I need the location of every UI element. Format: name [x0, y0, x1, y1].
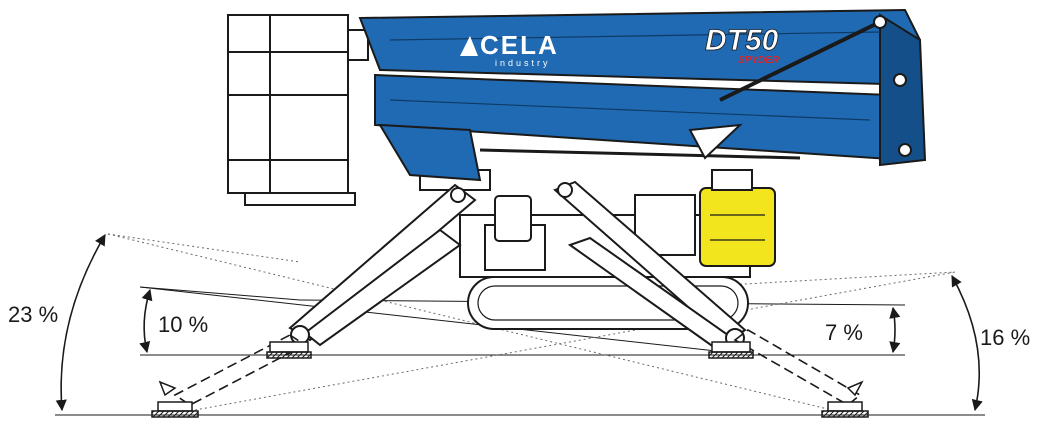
slope-label-right-inner: 7 % [825, 320, 863, 345]
slope-guides [107, 233, 956, 413]
model-name: DT50 [705, 24, 779, 57]
slope-label-left-inner: 10 % [158, 312, 208, 337]
boom-assembly [358, 8, 927, 182]
foot-pads [151, 341, 869, 418]
slope-label-left-outer: 23 % [8, 302, 58, 327]
measure-arcs [55, 234, 983, 412]
slope-label-right-outer: 16 % [980, 325, 1030, 350]
brand-logo-sub: industry [495, 58, 551, 68]
brand-logo-text: CELA [480, 30, 559, 60]
model-sub: SPYDER [738, 55, 780, 66]
model-badge: DT50 SPYDER [705, 24, 780, 66]
brand-logo: CELA industry [460, 30, 559, 68]
outrigger-legs [288, 180, 747, 352]
extended-leg-outlines [173, 329, 862, 406]
work-basket [227, 14, 369, 206]
engine-unit [699, 169, 776, 267]
